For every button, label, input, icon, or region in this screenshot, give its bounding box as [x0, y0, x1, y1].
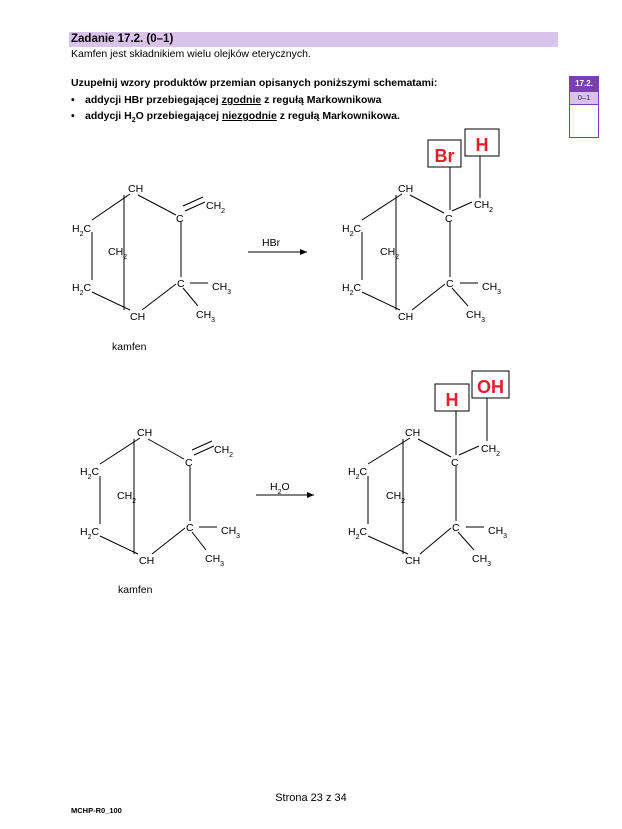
answer-boxes-1[interactable]: Br H — [427, 128, 500, 168]
atom-h2c: H2C — [72, 282, 92, 297]
svg-text:CH3: CH3 — [221, 525, 240, 540]
score-points: 0–1 — [570, 91, 598, 104]
task-header: Zadanie 17.2. (0–1) — [69, 32, 558, 47]
answer-box-h[interactable] — [464, 128, 500, 157]
compound-name: kamfen — [112, 341, 147, 353]
score-task-number: 17.2. — [570, 77, 598, 91]
atom-h2c: H2C — [72, 223, 92, 238]
svg-text:CH3: CH3 — [472, 553, 491, 568]
page-number: Strona 23 z 34 — [275, 792, 347, 804]
bullet-item: •addycji H2O przebiegającej niezgodnie z… — [71, 110, 400, 125]
atom-ch: CH — [130, 311, 145, 323]
atom-ch2: CH2 — [108, 246, 127, 261]
camphene-labels-1: CH C CH2 H2C CH2 H2C C CH3 CH CH3 — [72, 183, 231, 324]
answer-br: Br — [434, 146, 454, 166]
svg-text:CH: CH — [405, 427, 420, 439]
atom-ch3: CH3 — [212, 281, 231, 296]
atom-c: C — [177, 278, 185, 290]
svg-text:CH: CH — [398, 183, 413, 195]
answer-oh: OH — [477, 377, 504, 397]
svg-text:H2C: H2C — [80, 466, 100, 481]
atom-ch2: CH2 — [206, 200, 225, 215]
reagent-label: HBr — [262, 237, 281, 249]
answer-box-br[interactable] — [427, 139, 462, 168]
answer-h: H — [476, 135, 489, 155]
svg-text:C: C — [186, 522, 194, 534]
svg-text:CH2: CH2 — [474, 199, 493, 214]
task-intro: Kamfen jest składnikiem wielu olejków et… — [71, 48, 311, 60]
svg-text:H2C: H2C — [348, 526, 368, 541]
camphene-structure-1 — [91, 193, 208, 311]
svg-text:H2C: H2C — [348, 466, 368, 481]
product-labels-1: CH C CH2 H2C CH2 H2C C CH3 CH CH3 — [342, 183, 501, 324]
svg-text:H2C: H2C — [80, 526, 100, 541]
answer-box-h[interactable] — [434, 383, 470, 412]
svg-text:CH2: CH2 — [481, 443, 500, 458]
camphene-labels-2: CH C CH2 H2C CH2 H2C C CH3 CH CH3 — [80, 427, 240, 568]
svg-text:C: C — [445, 213, 453, 225]
atom-ch3: CH3 — [196, 309, 215, 324]
svg-text:H2C: H2C — [342, 223, 362, 238]
answer-box-oh[interactable] — [471, 370, 510, 399]
svg-text:CH2: CH2 — [386, 490, 405, 505]
svg-text:CH: CH — [137, 427, 152, 439]
svg-text:CH: CH — [405, 555, 420, 567]
svg-text:CH: CH — [139, 555, 154, 567]
svg-text:CH3: CH3 — [466, 309, 485, 324]
svg-text:C: C — [185, 457, 193, 469]
task-title: Zadanie 17.2. (0–1) — [71, 33, 174, 45]
task-instruction: Uzupełnij wzory produktów przemian opisa… — [71, 77, 438, 89]
atom-c: C — [176, 213, 184, 225]
svg-text:CH3: CH3 — [482, 281, 501, 296]
atom-ch: CH — [128, 183, 143, 195]
score-box: 17.2. 0–1 — [569, 76, 599, 138]
answer-boxes-2[interactable]: H OH — [434, 370, 510, 412]
product-labels-2: CH C CH2 H2C CH2 H2C C CH3 CH CH3 — [348, 427, 507, 568]
svg-text:H2C: H2C — [342, 282, 362, 297]
svg-text:CH: CH — [398, 311, 413, 323]
svg-text:CH2: CH2 — [380, 246, 399, 261]
svg-text:CH3: CH3 — [205, 553, 224, 568]
camphene-structure-2 — [99, 437, 217, 555]
document-code: MCHP-R0_100 — [71, 806, 122, 815]
answer-h: H — [446, 390, 459, 410]
bullet-list: •addycji HBr przebiegającej zgodnie z re… — [71, 92, 400, 124]
svg-text:CH2: CH2 — [214, 444, 233, 459]
product-structure-2 — [367, 398, 488, 555]
svg-text:CH2: CH2 — [117, 490, 136, 505]
svg-text:C: C — [451, 457, 459, 469]
svg-text:C: C — [452, 522, 460, 534]
score-entry-field[interactable] — [570, 104, 598, 137]
svg-text:CH3: CH3 — [488, 525, 507, 540]
bullet-item: •addycji HBr przebiegającej zgodnie z re… — [71, 94, 382, 106]
reagent-label: H2O — [270, 481, 290, 496]
product-structure-1 — [361, 156, 481, 311]
svg-text:C: C — [446, 278, 454, 290]
compound-name: kamfen — [118, 584, 153, 596]
